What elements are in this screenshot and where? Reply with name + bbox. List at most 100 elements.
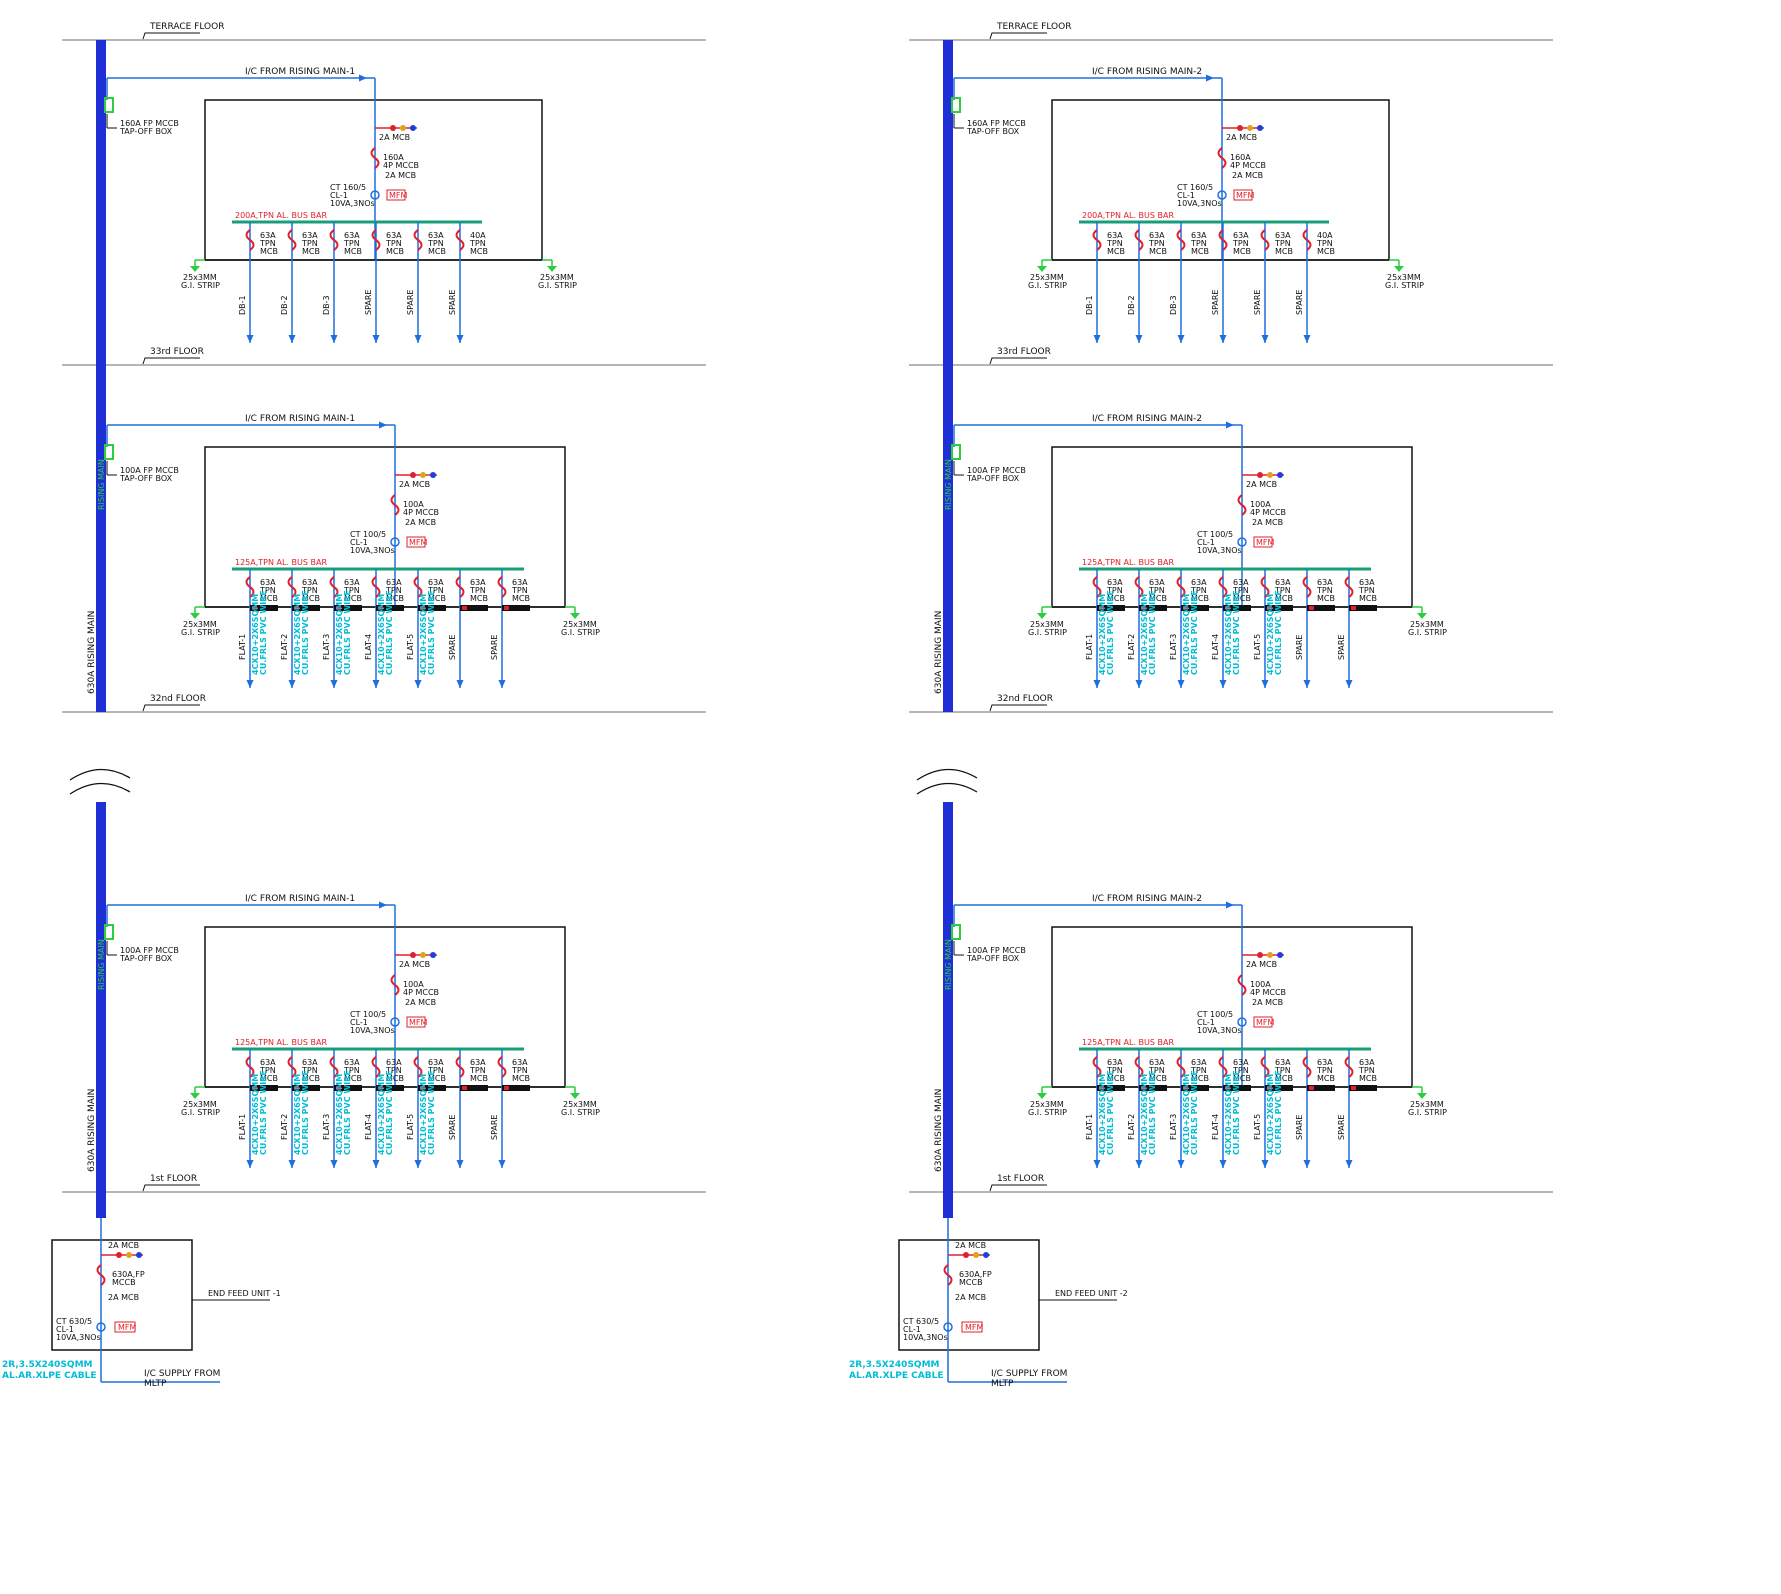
- mcb-block-flag: [1225, 1086, 1230, 1090]
- mfm-label: MFM: [409, 1018, 428, 1027]
- ct-mcb-label: 2A MCB: [385, 171, 416, 180]
- ct-burden: 10VA,3NOs: [1177, 199, 1222, 208]
- ct-class: CL-1: [1177, 191, 1195, 200]
- breaker-icon: [1344, 1056, 1354, 1078]
- outgoing-label: SPARE: [1337, 635, 1346, 660]
- rising-main-tag: RISING MAIN: [97, 459, 106, 510]
- end-feed-aux-mcb: 2A MCB: [108, 1241, 139, 1250]
- mcb-block-flag: [1141, 1086, 1146, 1090]
- outgoing-breaker-type: TPN: [343, 586, 360, 595]
- outgoing-label: FLAT-3: [322, 634, 331, 660]
- phase-indicator-icon: [1277, 472, 1283, 478]
- outgoing-breaker-rating: 63A: [344, 231, 360, 240]
- tap-off-rating: 100A FP MCCB: [120, 946, 179, 955]
- arrow-down-icon: [1303, 1160, 1311, 1168]
- cable-spec: 4CX10+2X6SQMM: [419, 1074, 428, 1155]
- mcb-block: [376, 605, 404, 611]
- phase-indicator-icon: [1257, 952, 1263, 958]
- earth-type-right: G.I. STRIP: [561, 628, 600, 637]
- breaker-icon: [371, 1056, 381, 1078]
- phase-indicator-icon: [983, 1252, 989, 1258]
- mcb-block: [250, 1085, 278, 1091]
- phase-indicator-icon: [1267, 472, 1273, 478]
- cable-spec: 4CX10+2X6SQMM: [1140, 1074, 1149, 1155]
- cable-spec: 4CX10+2X6SQMM: [1140, 594, 1149, 675]
- arrow-right-icon: [1206, 74, 1214, 82]
- cable-type: CU.FRLS PVC WIRE: [1106, 590, 1115, 675]
- outgoing-breaker-type: TPN: [1148, 586, 1165, 595]
- earth-size-left: 25x3MM: [1030, 1100, 1064, 1109]
- cable-type: CU.FRLS PVC WIRE: [259, 590, 268, 675]
- mfm-meter-icon: [1253, 1016, 1273, 1028]
- mfm-label: MFM: [1236, 191, 1255, 200]
- mfm-label: MFM: [1256, 1018, 1275, 1027]
- outgoing-breaker-type: TPN: [1358, 586, 1375, 595]
- mcb-block-flag: [336, 1086, 341, 1090]
- mcb-block: [292, 605, 320, 611]
- ct-class: CL-1: [350, 538, 368, 547]
- earth-size-right: 25x3MM: [540, 273, 574, 282]
- earth-size-left: 25x3MM: [183, 273, 217, 282]
- breaker-icon: [329, 576, 339, 598]
- earth-size-left: 25x3MM: [183, 620, 217, 629]
- end-feed-label: END FEED UNIT -1: [208, 1289, 281, 1298]
- breaker-icon: [455, 229, 465, 251]
- mcb-block-flag: [294, 1086, 299, 1090]
- outgoing-breaker-type: TPN: [343, 1066, 360, 1075]
- outgoing-breaker-type: TPN: [385, 1066, 402, 1075]
- arrow-right-icon: [379, 901, 387, 909]
- mcb-block-flag: [1183, 606, 1188, 610]
- outgoing-breaker-rating: 63A: [470, 1058, 486, 1067]
- phase-indicator-icon: [1257, 472, 1263, 478]
- tap-off-label: TAP-OFF BOX: [119, 127, 173, 136]
- earth-icon: [1417, 613, 1427, 619]
- breaker-icon: [1092, 1056, 1102, 1078]
- breaker-icon: [287, 1056, 297, 1078]
- earth-type-left: G.I. STRIP: [181, 1108, 220, 1117]
- outgoing-breaker-rating: 63A: [1107, 231, 1123, 240]
- outgoing-breaker-type: TPN: [1148, 1066, 1165, 1075]
- mcb-block: [376, 1085, 404, 1091]
- arrow-down-icon: [1093, 680, 1101, 688]
- ct-icon: [96, 1322, 106, 1332]
- outgoing-breaker-kind: MCB: [1317, 594, 1335, 603]
- mcb-block: [1097, 1085, 1125, 1091]
- breaker-icon: [497, 1056, 507, 1078]
- busbar-label: 200A,TPN AL. BUS BAR: [1082, 211, 1174, 220]
- cable-type: CU.FRLS PVC WIRE: [1106, 1070, 1115, 1155]
- tap-off-rating: 100A FP MCCB: [967, 946, 1026, 955]
- main-breaker-type: 4P MCCB: [1250, 988, 1286, 997]
- supply-label: I/C SUPPLY FROM: [991, 1369, 1067, 1379]
- main-breaker-rating: 100A: [403, 500, 424, 509]
- outgoing-label: FLAT-4: [1211, 1114, 1220, 1140]
- end-feed-enclosure: [51, 1239, 193, 1351]
- mfm-meter-icon: [114, 1321, 136, 1333]
- breaker-icon: [1260, 576, 1270, 598]
- main-breaker-rating: 160A: [383, 153, 404, 162]
- main-breaker-type: 4P MCCB: [1230, 161, 1266, 170]
- cable-type: CU.FRLS PVC WIRE: [385, 1070, 394, 1155]
- panel-enclosure: [204, 446, 566, 608]
- outgoing-breaker-rating: 63A: [260, 231, 276, 240]
- earth-icon: [570, 1093, 580, 1099]
- main-breaker-type: 4P MCCB: [403, 508, 439, 517]
- arrow-down-icon: [1345, 680, 1353, 688]
- mcb-block-flag: [1141, 606, 1146, 610]
- breaker-icon: [1092, 576, 1102, 598]
- earth-size-left: 25x3MM: [1030, 273, 1064, 282]
- arrow-down-icon: [1261, 335, 1269, 343]
- rising-main-tag: RISING MAIN: [97, 939, 106, 990]
- outgoing-label: SPARE: [448, 1115, 457, 1140]
- arrow-down-icon: [1261, 680, 1269, 688]
- mcb-block-flag: [504, 1086, 509, 1090]
- outgoing-breaker-type: TPN: [427, 239, 444, 248]
- outgoing-label: DB-1: [238, 295, 247, 315]
- mcb-block-flag: [1351, 606, 1356, 610]
- outgoing-label: FLAT-5: [406, 1114, 415, 1140]
- outgoing-breaker-rating: 63A: [260, 578, 276, 587]
- ct-burden: 10VA,3NOs: [1197, 1026, 1242, 1035]
- cable-spec: 4CX10+2X6SQMM: [335, 1074, 344, 1155]
- earth-size-right: 25x3MM: [1410, 620, 1444, 629]
- ct-ratio: CT 100/5: [350, 1010, 386, 1019]
